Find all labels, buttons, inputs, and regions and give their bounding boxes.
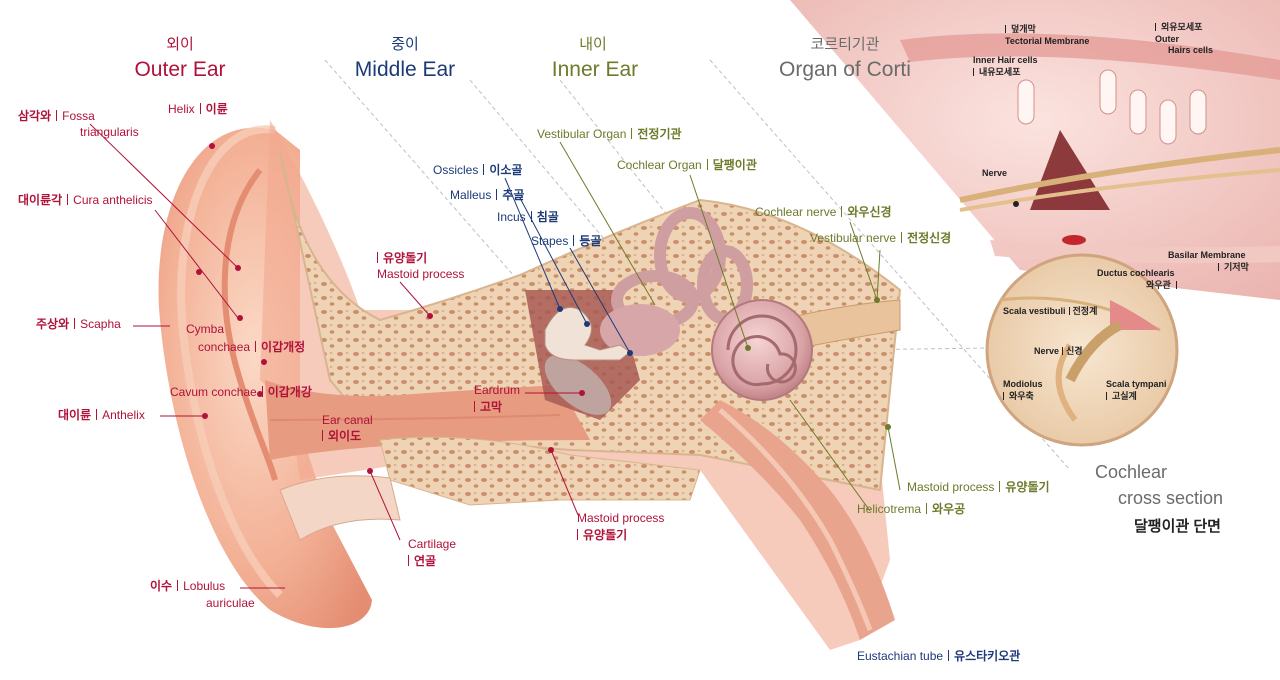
label-ductus-en: Ductus cochlearis	[1097, 268, 1175, 278]
label-mastoid-top-ko: 유양돌기	[377, 251, 427, 266]
vestibule	[600, 304, 680, 356]
label-outer-hair-en-1: Outer	[1155, 34, 1180, 44]
label-lobulus-line2: auriculae	[206, 596, 255, 610]
label-tectorial-ko: 덮개막	[1005, 24, 1036, 34]
label-scala-tympani-ko: 고실계	[1106, 391, 1137, 401]
label-modiolus-ko: 와우축	[1003, 391, 1034, 401]
middle-ear-header-ko: 중이	[391, 36, 419, 53]
label-inner-hair-ko: 내유모세포	[973, 67, 1020, 77]
cross-section-title-ko: 달팽이관 단면	[1134, 518, 1221, 535]
inner-ear-header-en: Inner Ear	[551, 58, 639, 81]
label-mastoid-top-en: Mastoid process	[377, 267, 465, 281]
label-basilar-en: Basilar Membrane	[1168, 250, 1246, 260]
cochlear-cross-section	[985, 253, 1179, 447]
eustachian-tube-shape	[700, 400, 895, 640]
label-mastoid-bottom-en: Mastoid process	[577, 511, 665, 525]
cross-section-title-line1: Cochlear	[1095, 462, 1168, 482]
mastoid-lower	[379, 436, 701, 506]
label-outer-hair-en-2: Hairs cells	[1168, 45, 1214, 55]
eardrum-shape	[544, 355, 612, 415]
label-cymba-line1: Cymba	[186, 322, 225, 336]
corti-tectorial-membrane	[900, 33, 1280, 80]
anthelix-ridge	[221, 168, 278, 481]
label-outer-hair-ko: 외유모세포	[1155, 22, 1202, 32]
inner-ear-header-ko: 내이	[579, 36, 607, 53]
outer-ear-header-ko: 외이	[166, 36, 194, 53]
ossicles-shape	[544, 307, 631, 361]
label-modiolus-en: Modiolus	[1003, 379, 1043, 389]
middle-ear-header-en: Middle Ear	[354, 58, 456, 81]
label-ear-canal-ko: 외이도	[322, 429, 361, 444]
label-ear-canal-en: Ear canal	[322, 413, 373, 427]
organ-of-corti-header-ko: 코르티기관	[810, 36, 880, 53]
label-fossa-triangularis-line2: triangularis	[80, 125, 139, 139]
organ-of-corti-header-en: Organ of Corti	[779, 58, 911, 81]
corti-nerve-fibers	[959, 147, 1280, 203]
cartilage	[279, 475, 401, 541]
label-scala-tympani-en: Scala tympani	[1106, 379, 1167, 389]
label-cartilage-en: Cartilage	[408, 537, 457, 551]
label-cartilage-ko: 연골	[408, 554, 436, 569]
label-tectorial-en: Tectorial Membrane	[1005, 36, 1090, 46]
cochlea	[711, 299, 813, 401]
label-eardrum-ko: 고막	[474, 400, 502, 415]
cross-section-title-line2: cross section	[1118, 488, 1224, 508]
label-inner-hair-en: Inner Hair cells	[973, 55, 1038, 65]
ear-canal	[265, 380, 590, 460]
corti-hair-cells	[1017, 69, 1207, 145]
label-ductus-ko: 와우관	[1146, 280, 1182, 290]
label-mastoid-bottom-ko: 유양돌기	[577, 528, 627, 543]
outer-ear-header-en: Outer Ear	[134, 58, 226, 81]
label-eardrum-en: Eardrum	[474, 383, 521, 397]
label-corti-nerve: Nerve	[982, 168, 1008, 178]
auricle-helix-rim	[177, 125, 283, 598]
organ-of-corti-wedge	[790, 0, 1280, 300]
label-basilar-ko: 기저막	[1218, 262, 1249, 272]
